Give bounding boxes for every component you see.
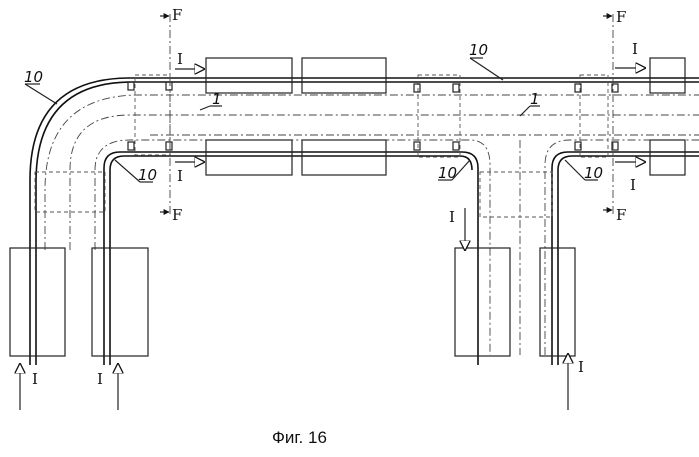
current-label: I xyxy=(578,358,584,376)
current-label: I xyxy=(177,167,183,185)
section-mark-label: F xyxy=(172,6,182,24)
section-lines xyxy=(160,14,613,215)
sleeves xyxy=(10,58,685,356)
ref-numeral-10: 10 xyxy=(469,41,488,59)
conductor-outer xyxy=(30,78,699,365)
current-label: I xyxy=(449,208,455,226)
current-label: I xyxy=(632,40,638,58)
section-mark-label: F xyxy=(616,206,626,224)
current-label: I xyxy=(177,50,183,68)
section-mark-label: F xyxy=(172,206,182,224)
figure-caption: Фиг. 16 xyxy=(272,428,327,448)
ref-numeral-10: 10 xyxy=(138,166,157,184)
section-mark-label: F xyxy=(616,8,626,26)
ref-numeral-10: 10 xyxy=(584,164,603,182)
ref-numeral-10: 10 xyxy=(24,68,43,86)
ref-numeral-1: 1 xyxy=(530,90,540,108)
conductor-inner xyxy=(104,152,699,365)
ref-numeral-1: 1 xyxy=(212,90,222,108)
current-label: I xyxy=(97,370,103,388)
ref-numeral-10: 10 xyxy=(438,164,457,182)
current-label: I xyxy=(630,176,636,194)
pipe-body xyxy=(45,95,699,355)
current-label: I xyxy=(32,370,38,388)
